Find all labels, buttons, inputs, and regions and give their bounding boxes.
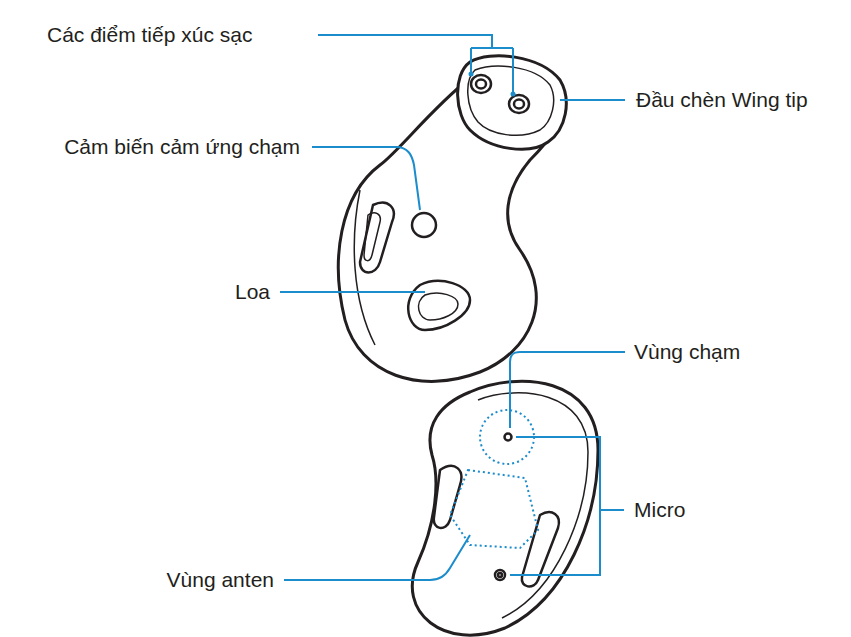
- part-label: Vùng anten: [167, 567, 274, 592]
- dotted-regions: [450, 410, 538, 548]
- leader-dots: [469, 72, 516, 97]
- part-label: Loa: [235, 279, 270, 304]
- part-label: Đầu chèn Wing tip: [636, 87, 808, 112]
- top-earbud: [338, 56, 566, 382]
- part-label: Cảm biến cảm ứng chạm: [64, 134, 300, 159]
- part-label: Vùng chạm: [634, 339, 740, 364]
- leader-lines: [280, 35, 625, 580]
- part-label: Micro: [634, 497, 685, 522]
- part-label: Các điểm tiếp xúc sạc: [47, 22, 252, 47]
- bottom-earbud: [412, 381, 598, 635]
